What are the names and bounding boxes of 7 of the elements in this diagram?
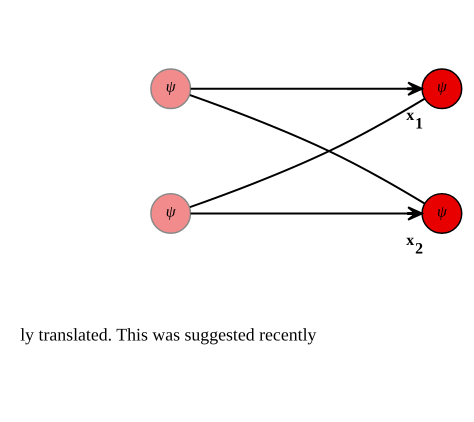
label: ly translated. This was suggested recently (20, 324, 316, 344)
node-circle: ψ (150, 192, 192, 234)
arrow (190, 81, 423, 96)
node-circle: ψ (150, 68, 192, 109)
arrow (190, 206, 423, 220)
node-circle: ψ (421, 192, 462, 234)
node-circle: ψ (421, 68, 462, 109)
